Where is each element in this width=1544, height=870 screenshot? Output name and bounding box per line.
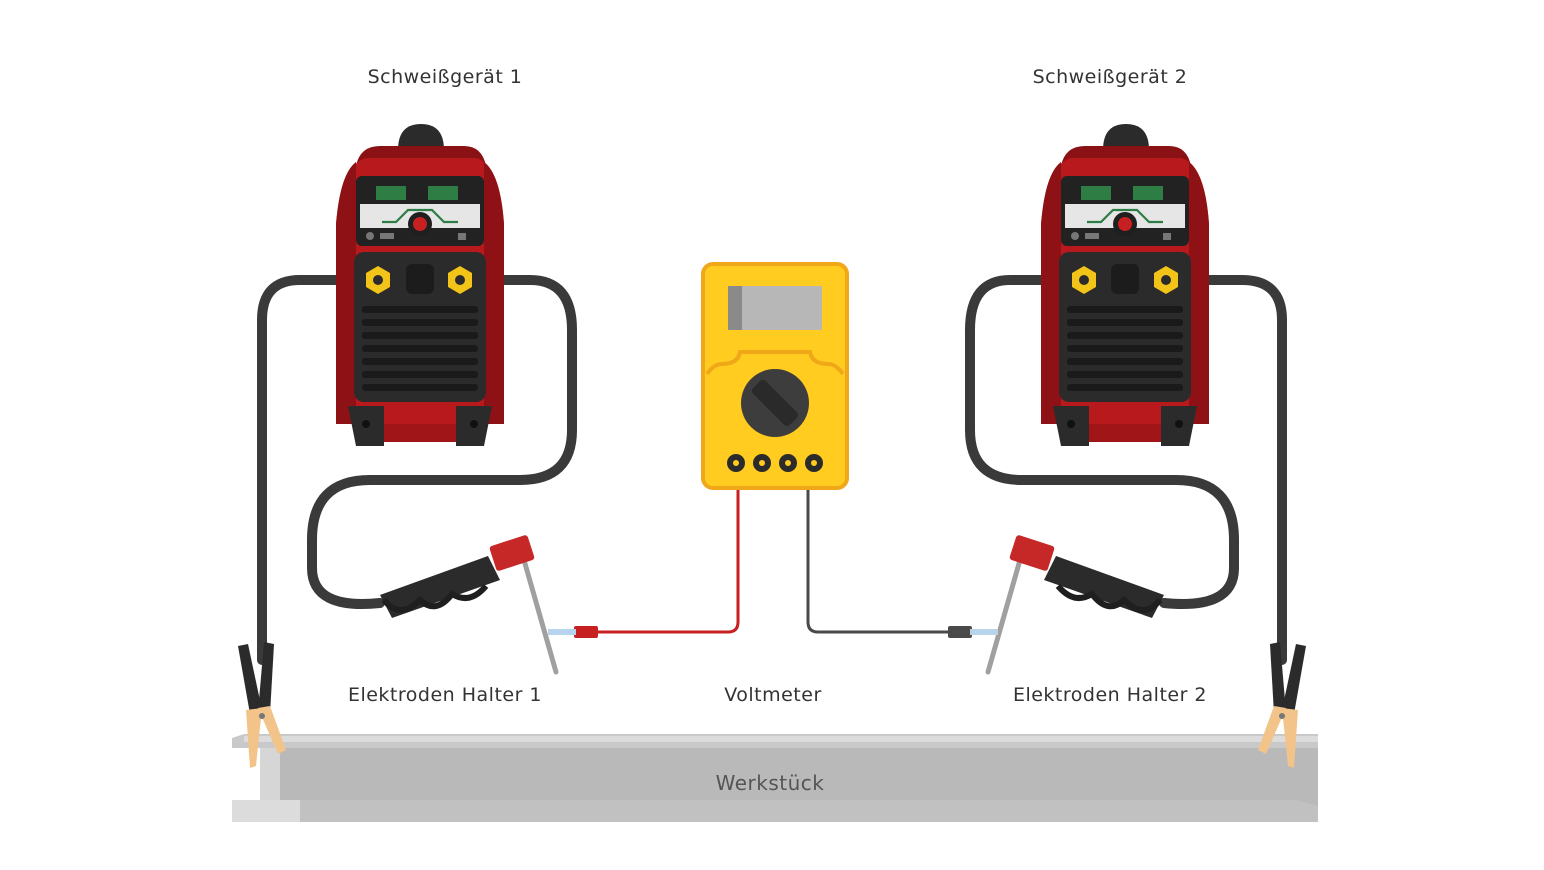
ground-clamp-icon (238, 642, 286, 768)
probe-lead-black (806, 488, 998, 638)
ground-clamp-icon (1258, 642, 1306, 768)
welding-machine-icon (334, 122, 506, 448)
label-welder-2: Schweißgerät 2 (1033, 66, 1188, 88)
electrode-cable-1 (307, 275, 577, 609)
probe-lead-red (548, 488, 740, 638)
ground-cable-1 (257, 275, 383, 665)
workpiece-beam (232, 734, 1318, 822)
label-voltmeter: Voltmeter (724, 684, 822, 706)
ground-cable-2 (1161, 275, 1287, 665)
welding-machine-icon (1039, 122, 1211, 448)
label-welder-1: Schweißgerät 1 (368, 66, 523, 88)
label-electrode-holder-1: Elektroden Halter 1 (348, 684, 542, 706)
electrode-cable-2 (965, 275, 1239, 609)
label-workpiece: Werkstück (716, 771, 825, 795)
electrode-holder-icon (380, 535, 559, 675)
electrode-holder-icon (985, 535, 1164, 675)
multimeter-icon (701, 262, 849, 490)
label-electrode-holder-2: Elektroden Halter 2 (1013, 684, 1207, 706)
cables (257, 275, 1287, 665)
